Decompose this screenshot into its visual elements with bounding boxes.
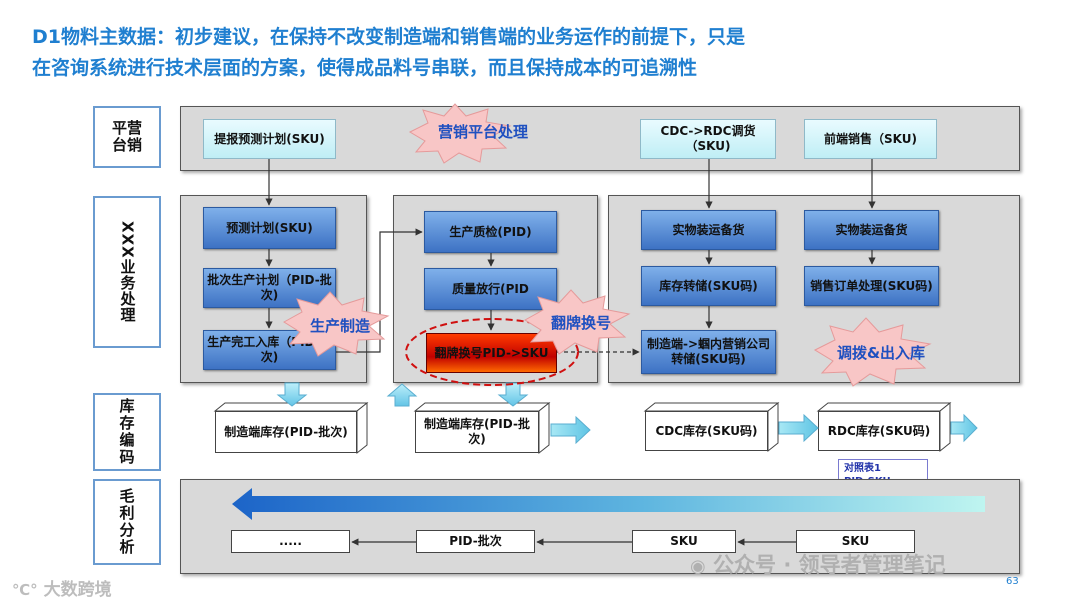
page-title: D1物料主数据：初步建议，在保持不改变制造端和销售端的业务运作的前提下，只是 在… [32, 22, 1052, 84]
watermark-left: ℃° 大数跨境 [12, 580, 112, 600]
connector-arrows [265, 159, 876, 546]
watermark-right: ◉ 公众号 · 领导者管理笔记 [690, 553, 946, 577]
relabel-box: 翻牌换号PID->SKU [426, 333, 557, 373]
margin-box-pid-batch: PID-批次 [416, 530, 535, 553]
row-label-platform: 平营台销 [93, 106, 161, 168]
cdc-rdc-transfer-box: CDC->RDC调货（SKU) [640, 119, 776, 159]
rdc-inventory-box: RDC库存(SKU码) [818, 411, 940, 451]
margin-box-sku-2: SKU [796, 530, 915, 553]
physical-shipping-box-1: 实物装运备货 [641, 210, 776, 250]
margin-box-ellipsis: ..... [231, 530, 350, 553]
star-label-marketing-platform: 营销平台处理 [437, 123, 528, 141]
inventory-transfer-box: 库存转储(SKU码) [641, 266, 776, 306]
traceability-big-arrow [232, 488, 985, 520]
mfg-inventory-box-1: 制造端库存(PID-批次) [215, 411, 357, 453]
batch-production-plan-box: 批次生产计划（PID-批次) [203, 268, 336, 308]
margin-band [180, 479, 1020, 574]
forecast-plan-box: 提报预测计划(SKU) [203, 119, 336, 159]
title-line-1: D1物料主数据：初步建议，在保持不改变制造端和销售端的业务运作的前提下，只是 [32, 26, 745, 48]
relabel-highlight-ellipse [405, 318, 579, 386]
mfg-to-sales-transfer-box: 制造端->蝈内营销公司转储(SKU码) [641, 330, 776, 374]
inventory-3d-boxes [213, 401, 952, 455]
block-arrows [276, 382, 978, 445]
quality-release-box: 质量放行(PID [424, 268, 557, 310]
production-inspection-box: 生产质检(PID) [424, 211, 557, 253]
star-label-production: 生产制造 [309, 317, 370, 335]
cdc-inventory-box: CDC库存(SKU码) [645, 411, 768, 451]
margin-box-sku-1: SKU [632, 530, 736, 553]
watermark-logo-icon: ℃° [12, 581, 38, 599]
row-label-inventory: 库存编码 [93, 393, 161, 471]
page-number: 63 [1006, 576, 1019, 587]
sales-order-box: 销售订单处理(SKU码) [804, 266, 939, 306]
star-label-transfer-warehouse: 调拨&出入库 [836, 344, 926, 362]
row-label-business: XXX业务处理 [93, 196, 161, 348]
title-line-2: 在咨询系统进行技术层面的方案，使得成品料号串联，而且保持成本的可追溯性 [32, 57, 698, 79]
star-label-relabel: 翻牌换号 [550, 314, 611, 332]
forecast-plan-sku-box: 预测计划(SKU) [203, 207, 336, 249]
star-bursts [283, 103, 932, 387]
mfg-inventory-box-2: 制造端库存(PID-批次) [415, 411, 539, 453]
row-label-margin: 毛利分析 [93, 479, 161, 565]
physical-shipping-box-2: 实物装运备货 [804, 210, 939, 250]
wechat-icon: ◉ [690, 556, 706, 577]
front-sales-box: 前端销售（SKU) [804, 119, 937, 159]
